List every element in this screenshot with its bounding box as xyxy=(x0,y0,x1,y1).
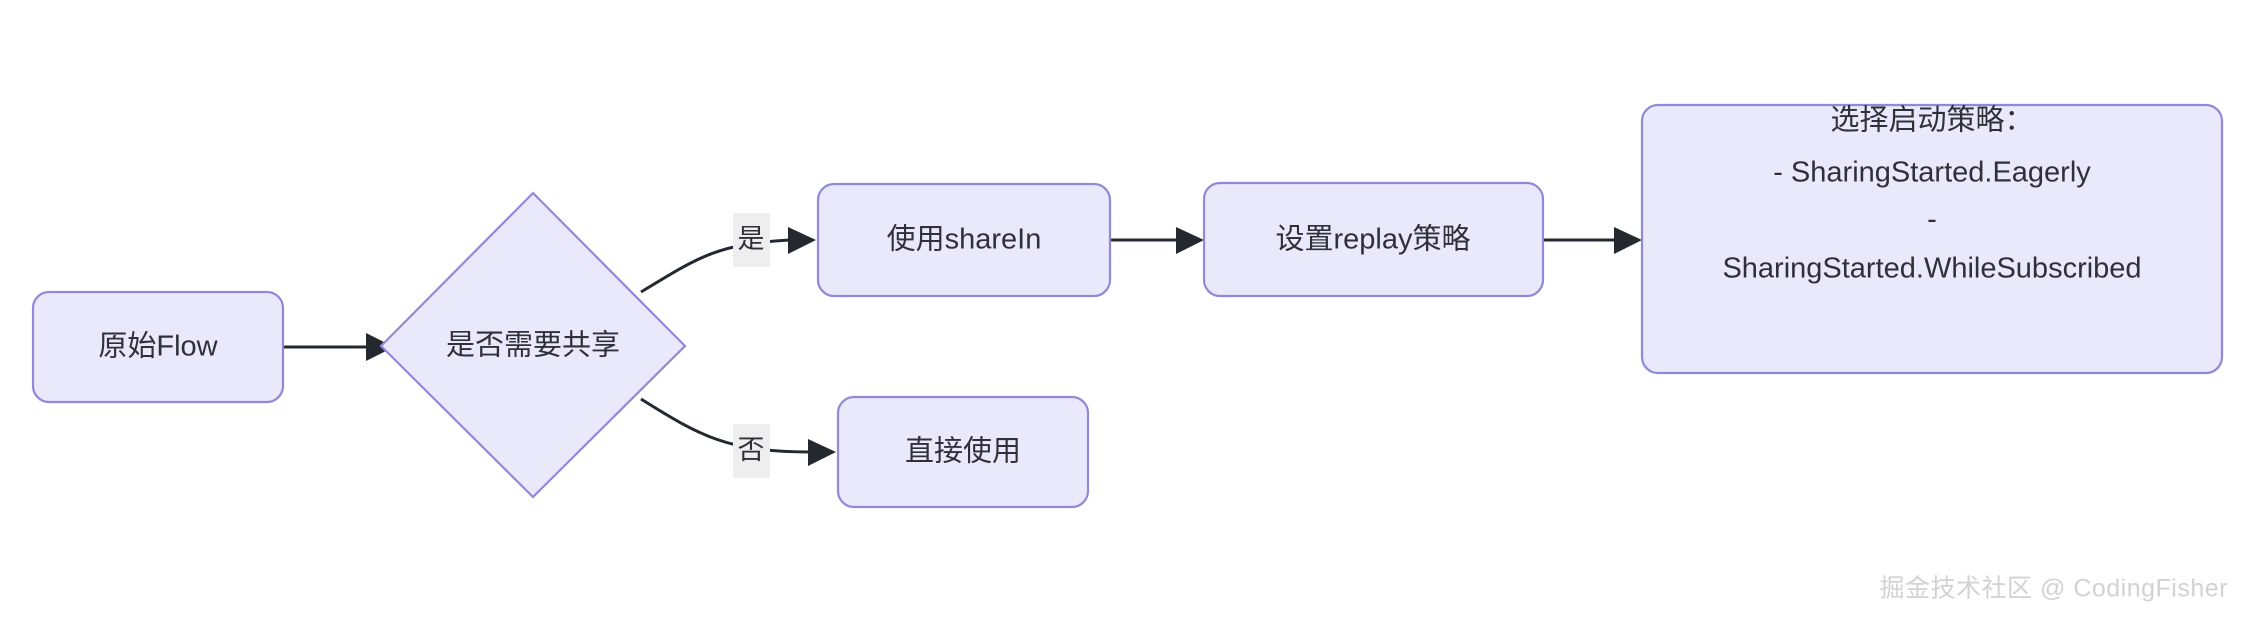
node-start-shape[interactable] xyxy=(31,290,285,404)
edge-label-yes-background xyxy=(733,213,770,267)
watermark: 掘金技术社区 @ CodingFisher xyxy=(1880,575,2228,603)
arrowhead-icon xyxy=(808,439,836,466)
edge-start-to-decision xyxy=(283,333,394,361)
edge-replay-to-strategy xyxy=(1543,227,1642,254)
node-strategy-label-line1: 选择启动策略： xyxy=(1830,104,2033,137)
node-start-label: 原始Flow xyxy=(98,330,218,363)
arrowhead-icon xyxy=(366,333,394,361)
node-direct-shape[interactable] xyxy=(836,395,1090,509)
node-replay[interactable]: 设置replay策略 xyxy=(1202,181,1545,298)
node-strategy-label-line2: - SharingStarted.Eagerly xyxy=(1773,157,2091,189)
edge-label-no-text: 否 xyxy=(738,435,765,465)
node-sharein-shape[interactable] xyxy=(816,182,1112,298)
edge-label-no-background xyxy=(733,424,770,478)
edge-decision-to-direct xyxy=(640,397,836,466)
node-decision-label: 是否需要共享 xyxy=(446,329,620,362)
node-strategy-label-line4: SharingStarted.WhileSubscribed xyxy=(1722,253,2141,285)
edge-label-no: 否 xyxy=(733,424,770,478)
node-direct-label: 直接使用 xyxy=(905,435,1021,468)
node-sharein[interactable]: 使用shareIn xyxy=(816,182,1112,298)
edge-sharein-to-replay xyxy=(1110,227,1204,254)
node-direct[interactable]: 直接使用 xyxy=(836,395,1090,509)
edge-label-yes: 是 xyxy=(733,213,770,267)
node-strategy-label-line3: - xyxy=(1927,204,1937,236)
node-sharein-label: 使用shareIn xyxy=(887,223,1042,256)
edge-label-yes-text: 是 xyxy=(738,224,765,254)
arrowhead-icon xyxy=(1176,227,1204,254)
edge-decision-to-sharein xyxy=(640,227,816,294)
arrowhead-icon xyxy=(788,227,816,254)
node-start[interactable]: 原始Flow xyxy=(31,290,285,404)
arrowhead-icon xyxy=(1614,227,1642,254)
node-strategy[interactable]: 选择启动策略： - SharingStarted.Eagerly - Shari… xyxy=(1640,103,2224,375)
node-replay-shape[interactable] xyxy=(1202,181,1545,298)
node-decision[interactable]: 是否需要共享 xyxy=(379,191,687,499)
node-replay-label: 设置replay策略 xyxy=(1276,223,1471,256)
node-strategy-shape[interactable] xyxy=(1640,103,2224,375)
edge-line xyxy=(640,397,811,454)
node-decision-shape[interactable] xyxy=(379,191,687,499)
